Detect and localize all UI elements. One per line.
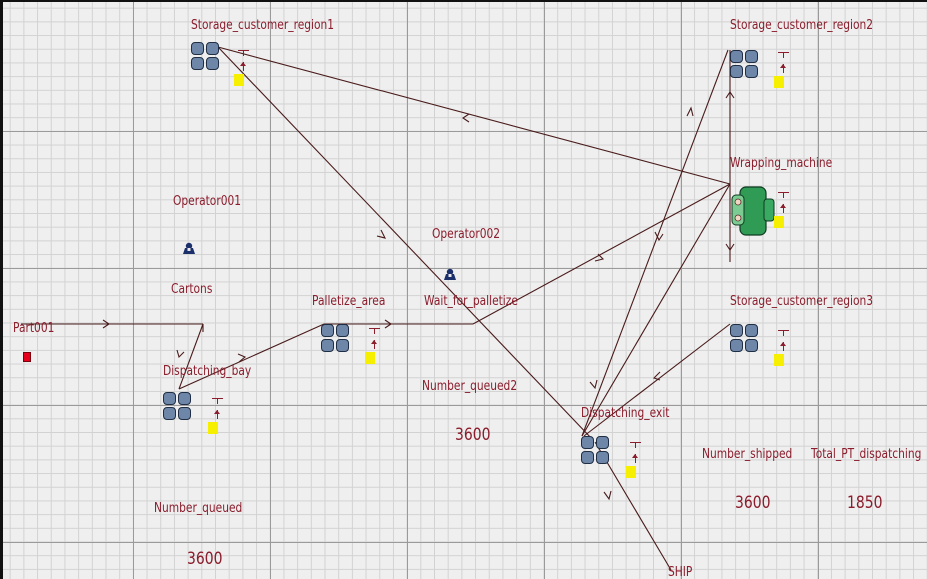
palletize-area-status-light [365, 328, 387, 368]
operator001-icon[interactable] [182, 241, 196, 254]
cartons-label: Cartons [171, 282, 213, 297]
total-pt-dispatching-value: 1850 [847, 493, 883, 513]
operator001-label: Operator001 [173, 194, 242, 209]
arrow-head [594, 253, 605, 262]
routing-network [21, 46, 735, 571]
operator002-label: Operator002 [432, 227, 501, 242]
palletize-area-label: Palletize_area [312, 294, 386, 309]
number-queued-label: Number_queued [154, 501, 243, 516]
wrapping-machine-icon[interactable] [730, 185, 775, 236]
wait-for-palletize-label: Wait_for_palletize [424, 294, 518, 309]
arrow-head [603, 490, 612, 501]
route-region3-to-dispatch-exit [583, 323, 731, 437]
storage-customer-region1-label: Storage_customer_region1 [191, 18, 335, 33]
operator002-icon[interactable] [443, 267, 457, 280]
dispatching-exit-label: Dispatching_exit [581, 406, 670, 421]
arrow-head [176, 349, 185, 359]
storage-customer-region2-label: Storage_customer_region2 [730, 18, 874, 33]
dispatching-bay-label: Dispatching_bay [163, 364, 252, 379]
dispatching-exit-queue[interactable] [581, 436, 611, 466]
arrow-head [237, 353, 247, 363]
route-region2-to-dispatch-exit [581, 49, 729, 437]
part001-icon[interactable] [23, 352, 31, 362]
arrow-head [462, 113, 470, 123]
route-bay-to-palletize [178, 323, 325, 390]
arrow-head [102, 319, 110, 329]
number-queued-value: 3600 [187, 549, 223, 569]
dispatching-exit-status-light [626, 442, 648, 482]
arrow-head [725, 91, 735, 99]
storage-customer-region2-queue[interactable] [730, 50, 760, 80]
flow-arrows [102, 91, 735, 501]
arrow-head [376, 229, 387, 239]
storage-customer-region1-status-light [234, 50, 256, 90]
arrow-head [589, 379, 598, 390]
arrow-head [654, 231, 664, 242]
number-queued2-label: Number_queued2 [422, 379, 518, 394]
route-region1-to-wrapping [217, 46, 731, 185]
dispatching-bay-status-light [208, 398, 230, 438]
arrow-head [652, 371, 661, 381]
route-wrapping-to-dispatch-exit [581, 183, 731, 437]
wrapping-machine-status-light [774, 192, 796, 232]
route-dispatch-exit-to-ship [594, 441, 672, 571]
storage-customer-region3-label: Storage_customer_region3 [730, 294, 874, 309]
arrow-head [384, 319, 392, 329]
storage-customer-region2-status-light [774, 52, 796, 92]
number-shipped-label: Number_shipped [702, 447, 793, 462]
arrow-head [725, 243, 735, 251]
ship-label: SHIP [668, 565, 693, 579]
route-region1-to-dispatch-exit [217, 46, 594, 441]
route-wait-to-wrapping [472, 183, 731, 325]
storage-customer-region3-status-light [774, 330, 796, 370]
palletize-area-queue[interactable] [321, 324, 351, 354]
storage-customer-region1-queue[interactable] [191, 42, 221, 72]
wrapping-machine-label: Wrapping_machine [730, 156, 833, 171]
part001-label: Part001 [13, 321, 55, 336]
arrow-head [686, 106, 694, 117]
total-pt-dispatching-label: Total_PT_dispatching [811, 447, 922, 462]
route-cartons-to-bay [178, 323, 204, 390]
number-shipped-value: 3600 [735, 493, 771, 513]
dispatching-bay-queue[interactable] [163, 392, 193, 422]
number-queued2-value: 3600 [455, 425, 491, 445]
storage-customer-region3-queue[interactable] [730, 324, 760, 354]
